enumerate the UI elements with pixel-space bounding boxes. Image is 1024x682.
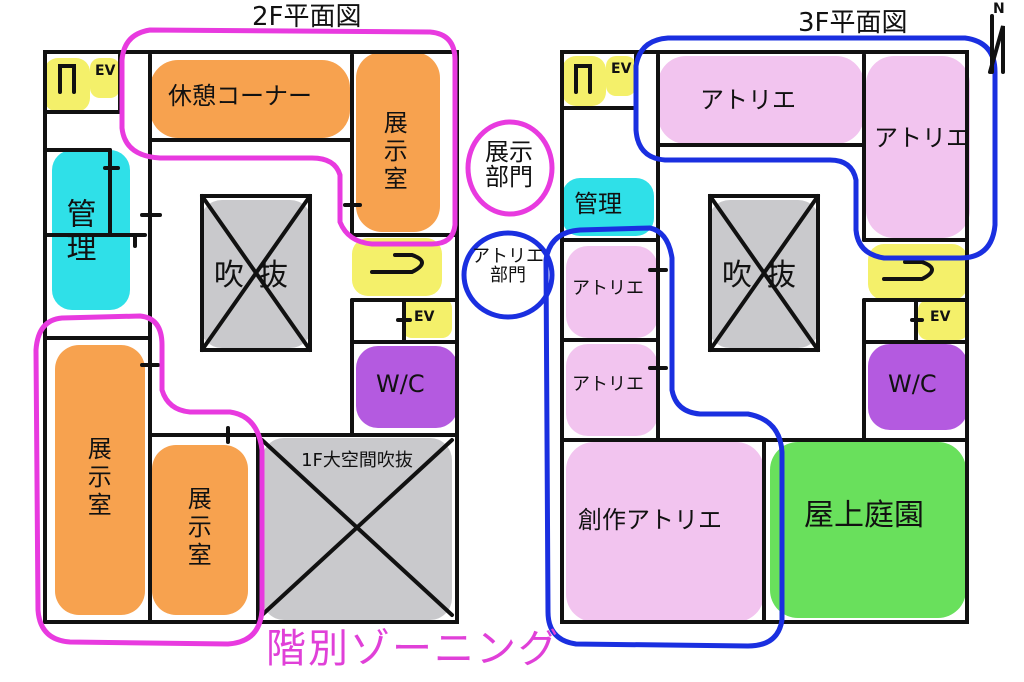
ev-2f-mid-label: EV xyxy=(414,309,435,325)
exhibit-room-center-fill xyxy=(152,445,248,615)
floor3-title: 3F平面図 xyxy=(798,8,908,38)
wc-2f-fill xyxy=(356,346,458,428)
stairs-2f-mid-fill xyxy=(352,238,442,296)
rooftop-garden-label: 屋上庭園 xyxy=(804,498,924,533)
wc-3f-fill xyxy=(868,344,968,430)
ev-3f-top-fill xyxy=(606,56,636,96)
lounge-label: 休憩コーナー xyxy=(168,82,312,110)
zoning-caption: 階別ゾーニング xyxy=(266,626,560,672)
exhibit-zone-outlines xyxy=(33,27,555,647)
atelier-dept-label: アトリエ部門 xyxy=(472,246,544,286)
stairs-2f-top-fill xyxy=(44,58,90,112)
floor2-title: 2F平面図 xyxy=(252,2,362,32)
ev-2f-mid-fill xyxy=(402,298,452,338)
exhibit-dept-label: 展示部門 xyxy=(485,138,533,192)
atelier-left1-fill xyxy=(566,246,658,338)
exhibit-room-right-fill xyxy=(356,52,440,232)
exhibit-room-left-label: 展示室 xyxy=(83,436,112,520)
wc-2f-label: W/C xyxy=(376,370,425,398)
north-label: N xyxy=(993,1,1005,17)
atelier-right-label: アトリエ xyxy=(874,124,970,152)
atelier-right-fill xyxy=(866,56,970,238)
big-void-label: 1F大空間吹抜 xyxy=(301,450,413,471)
ev-2f-top-label: EV xyxy=(95,63,116,79)
atelier-top-fill xyxy=(658,56,864,144)
exhibit-room-center-label: 展示室 xyxy=(183,486,212,570)
stairs-3f-mid-fill xyxy=(868,244,968,300)
management-2f-label: 管理 xyxy=(60,198,96,266)
rooftop-garden-fill xyxy=(770,442,966,618)
north-arrow-icon xyxy=(988,14,1005,74)
atelier-left2-fill xyxy=(566,344,658,436)
void-2f-label: 吹抜 xyxy=(214,258,302,293)
atelier-zone-outlines xyxy=(461,35,998,649)
management-3f-fill xyxy=(562,178,654,236)
floor2-walls xyxy=(43,50,459,624)
wc-3f-label: W/C xyxy=(888,370,937,398)
creative-atelier-fill xyxy=(566,442,764,622)
lounge-fill xyxy=(150,60,350,138)
creative-atelier-label: 創作アトリエ xyxy=(578,506,722,534)
ev-3f-mid-label: EV xyxy=(930,309,951,325)
management-3f-label: 管理 xyxy=(574,190,622,218)
atelier-top-label: アトリエ xyxy=(700,86,796,114)
stairs-3f-top-fill xyxy=(562,56,606,106)
atelier-left2-label: アトリエ xyxy=(572,374,644,395)
exhibit-room-left-fill xyxy=(55,345,145,615)
ev-3f-top-label: EV xyxy=(611,61,632,77)
exhibit-room-right-label: 展示室 xyxy=(379,110,408,194)
atelier-left1-label: アトリエ xyxy=(572,278,644,299)
ev-3f-mid-fill xyxy=(918,300,968,340)
ev-2f-top-fill xyxy=(90,58,120,98)
void-3f-label: 吹抜 xyxy=(722,258,810,293)
